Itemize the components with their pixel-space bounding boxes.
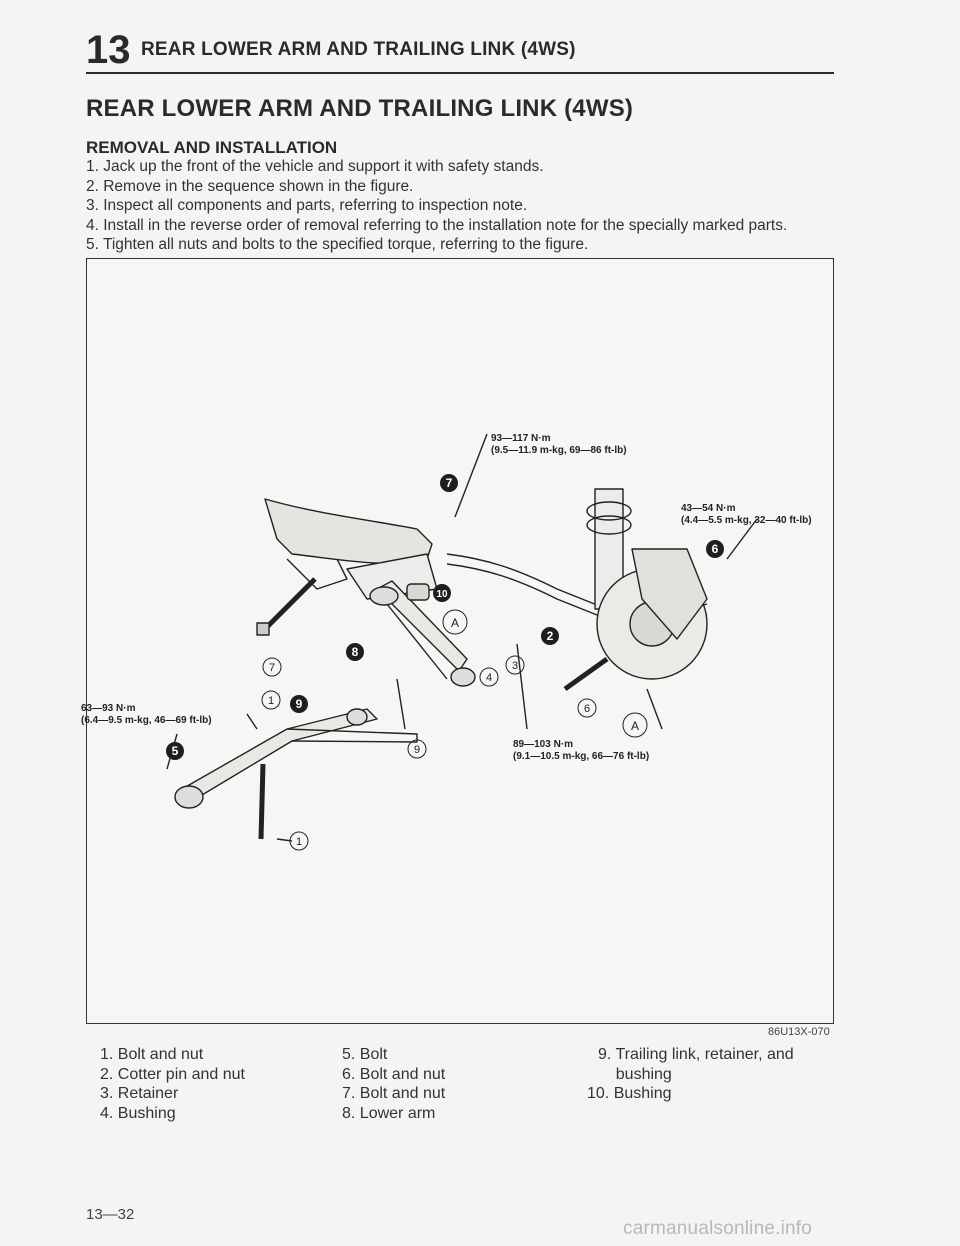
leader-line [516,643,528,730]
callout-solid [541,627,559,645]
callout-label: A [451,616,459,630]
callout-label: 6 [712,542,719,556]
callout-label: 7 [446,476,453,490]
torque-label: 93—117 N·m (9.5—11.9 m-kg, 69—86 ft-lb) [491,433,627,456]
page-title: REAR LOWER ARM AND TRAILING LINK (4WS) [86,95,634,122]
watermark: carmanualsonline.info [623,1218,813,1239]
leader-line [276,838,293,842]
legend-item: 1. Bolt and nut [100,1046,204,1063]
legend-item: 8. Lower arm [342,1104,436,1122]
trailing-link-end [346,708,368,726]
callout-label: 1 [296,836,302,848]
legend-item: bushing [598,1065,672,1083]
exploded-view-figure: 7 6 10 8 2 5 9 A A [81,258,834,1024]
parts-legend-col-2: 5. Bolt 6. Bolt and nut 7. Bolt and nut … [342,1045,445,1123]
callout-outline [289,831,309,851]
chapter-number: 13 [86,28,131,72]
callout-solid [290,695,308,713]
callout-label: A [631,719,639,733]
leader-line [646,688,663,730]
trailing-link-bushing [174,785,204,809]
step-item: 3. Inspect all components and parts, ref… [86,197,528,214]
callout-label: 9 [414,744,420,756]
lower-arm-edge [386,603,448,680]
callout-outline [407,739,427,759]
callout-label: 10 [436,589,448,600]
callout-label: 3 [512,660,518,672]
legend-item: 5. Bolt [342,1046,388,1063]
legend-item: 7. Bolt and nut [342,1085,446,1102]
bushing-shape [406,583,430,601]
callout-outline [442,609,468,635]
spring-coil [586,501,632,521]
parts-legend-col-1: 1. Bolt and nut 2. Cotter pin and nut 3.… [100,1045,245,1123]
callout-outline [261,690,281,710]
callout-label: 2 [547,629,554,643]
step-item: 4. Install in the reverse order of remov… [86,216,788,234]
callout-label: 4 [486,672,492,684]
torque-label: 89—103 N·m (9.1—10.5 m-kg, 66—76 ft-lb) [513,739,650,762]
knuckle [631,548,708,640]
callout-label: 6 [584,703,590,715]
page-number: 13—32 [86,1206,135,1223]
callout-outline [577,698,597,718]
lower-arm-shape [376,580,468,672]
leader-line [246,713,258,730]
bolt-long [263,577,317,631]
callout-label: 5 [172,744,179,758]
legend-item: 4. Bushing [100,1104,176,1122]
callout-outline [505,655,525,675]
procedure-steps: 1. Jack up the front of the vehicle and … [86,157,846,255]
callout-outline [479,667,499,687]
figure-code: 86U13X-070 [768,1026,830,1038]
vertical-bolt [258,763,266,840]
step-item: 1. Jack up the front of the vehicle and … [86,158,544,175]
callout-outline [262,657,282,677]
legend-item: 6. Bolt and nut [342,1065,446,1083]
crossmember-bracket [286,558,348,590]
legend-item: 10. Bushing [587,1085,672,1102]
section-heading: REMOVAL AND INSTALLATION [86,138,338,157]
header-title: REAR LOWER ARM AND TRAILING LINK (4WS) [141,39,576,60]
torque-label: 43—54 N·m (4.4—5.5 m-kg, 32—40 ft-lb) [681,503,812,526]
callout-label: 1 [268,695,274,707]
leader-line [726,518,758,560]
legend-item: 3. Retainer [100,1085,179,1102]
leader-line [454,433,488,518]
trailing-link-arm [286,728,418,743]
step-item: 5. Tighten all nuts and bolts to the spe… [86,236,589,253]
callout-solid [166,742,184,760]
callout-outline [622,712,648,738]
parts-legend-col-3: 9. Trailing link, retainer, and bushing … [587,1045,794,1104]
legend-item: 2. Cotter pin and nut [100,1065,245,1083]
crossmember-shape [264,498,433,564]
torque-label: 63—93 N·m (6.4—9.5 m-kg, 46—69 ft-lb) [81,703,212,726]
spring-coil [586,515,632,535]
suspension-illustration: 7 6 10 8 2 5 9 A A [166,433,758,851]
callout-label: 9 [296,697,303,711]
legend-item: 9. Trailing link, retainer, and [598,1046,794,1063]
callout-label: 7 [269,662,275,674]
callout-label: 8 [352,645,359,659]
step-item: 2. Remove in the sequence shown in the f… [86,177,414,195]
bolt-6 [563,656,609,692]
callout-solid [346,643,364,661]
callout-solid [440,474,458,492]
callout-solid [433,584,451,602]
leader-line [396,678,406,730]
lower-arm-end [450,667,476,687]
page-header: 13 REAR LOWER ARM AND TRAILING LINK (4WS… [86,22,834,74]
lower-arm-bushing [369,586,399,606]
bolt-head [256,622,270,636]
callout-solid [706,540,724,558]
